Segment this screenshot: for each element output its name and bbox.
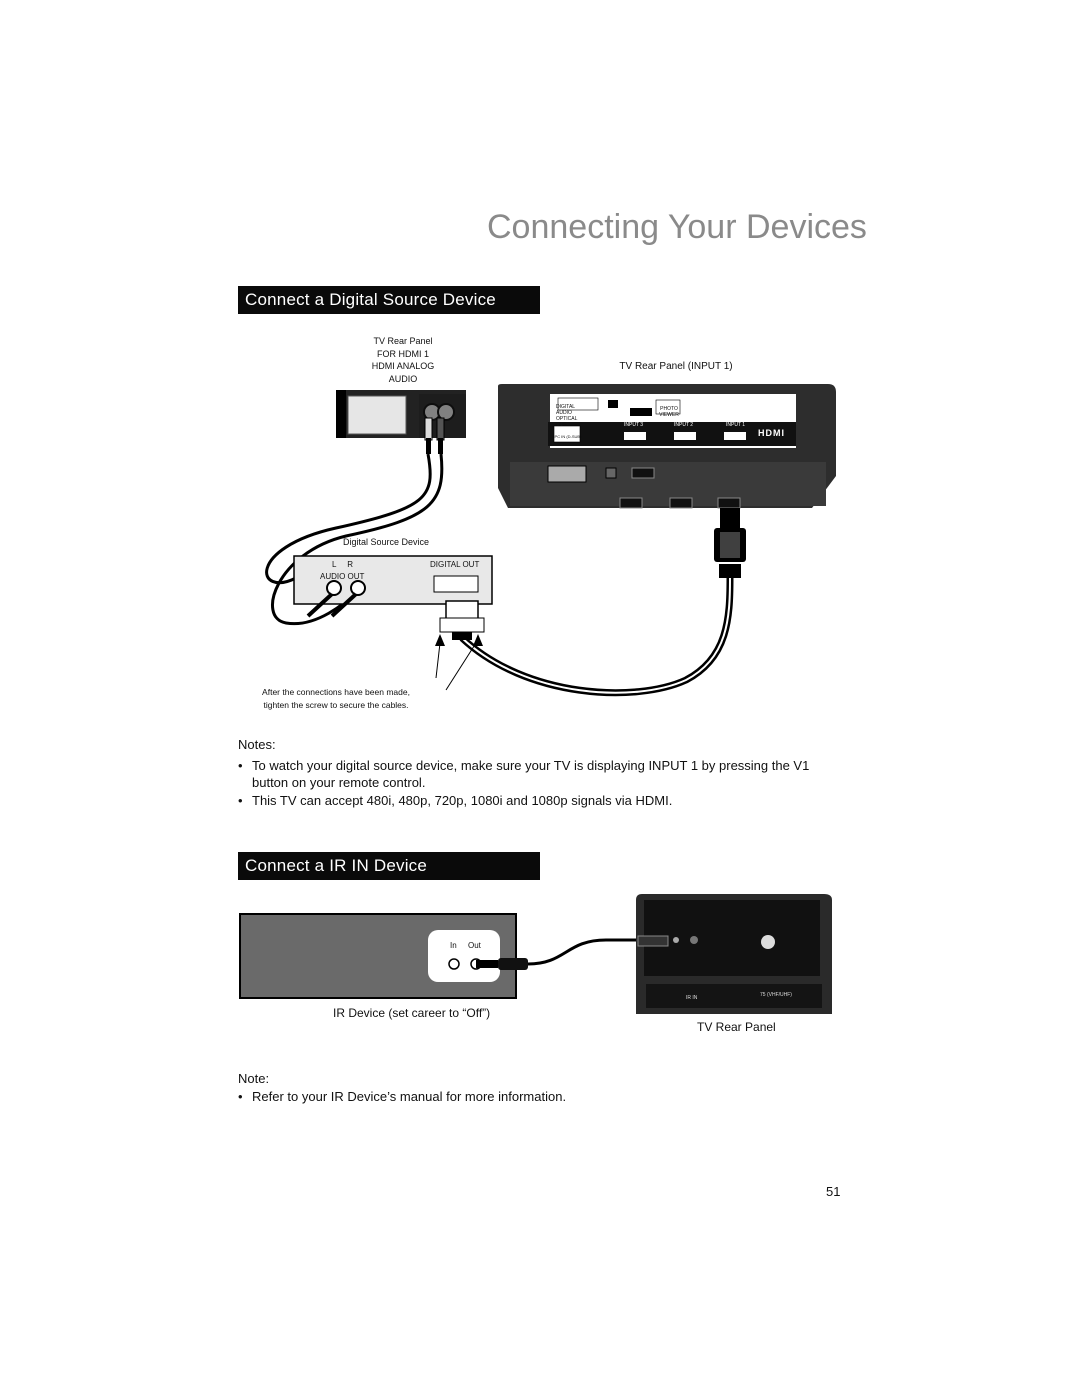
tighten-caption: After the connections have been made, ti… [262,687,410,710]
port-label-input1: INPUT 1 [726,422,746,428]
source-digital-out-label: DIGITAL OUT [430,560,480,569]
panel-ant-label: 75 (VHF/UHF) [760,992,792,998]
notes-label: Notes: [238,737,276,752]
tv-rear-panel-input [498,384,836,509]
page-title: Connecting Your Devices [487,208,867,246]
ir-device-diagram: In Out IR IN 75 (VHF/UHF) IR Device (set… [236,890,846,1040]
page-number: 51 [826,1184,841,1199]
ir-connection-drawing [239,894,832,1014]
note-label: Note: [238,1071,270,1086]
note-item: •This TV can accept 480i, 480p, 720p, 10… [238,793,673,808]
hdmi-logo: HDMI [758,428,785,438]
section-heading-ir-in: Connect a IR IN Device [238,852,540,880]
rear-panel-hdmi-label: TV Rear Panel FOR HDMI 1 HDMI ANALOG AUD… [371,336,435,384]
connection-drawing [265,384,836,697]
port-label-input3: INPUT 3 [624,422,644,428]
audio-rear-panel [336,390,466,438]
port-label-pc-in: PC IN (D-SUB) [554,434,582,439]
note-item: •To watch your digital source device, ma… [238,758,810,790]
source-lr-label: L R [332,560,354,569]
ir-out-label: Out [468,941,481,950]
port-label-optical: DIGITAL AUDIO OPTICAL OUT [556,404,578,428]
panel-ir-label: IR IN [686,995,698,1001]
source-audio-out-label: AUDIO OUT [320,572,365,581]
section-heading-digital-source: Connect a Digital Source Device [238,286,540,314]
ir-in-label: In [450,941,457,950]
digital-source-device [293,555,493,605]
port-label-input2: INPUT 2 [674,422,694,428]
source-device-label: Digital Source Device [343,537,430,547]
note-item: •Refer to your IR Device’s manual for mo… [238,1089,567,1104]
ir-device-caption: IR Device (set career to “Off”) [333,1006,491,1020]
port-label-photo-viewer: PHOTO VIEWER [659,406,679,418]
rear-panel-input-label: TV Rear Panel (INPUT 1) [619,361,733,372]
ir-device [239,913,517,999]
tv-rear-panel-ir [636,894,832,1014]
tv-rear-panel-caption: TV Rear Panel [697,1020,776,1034]
digital-source-diagram: TV Rear Panel FOR HDMI 1 HDMI ANALOG AUD… [236,318,846,718]
